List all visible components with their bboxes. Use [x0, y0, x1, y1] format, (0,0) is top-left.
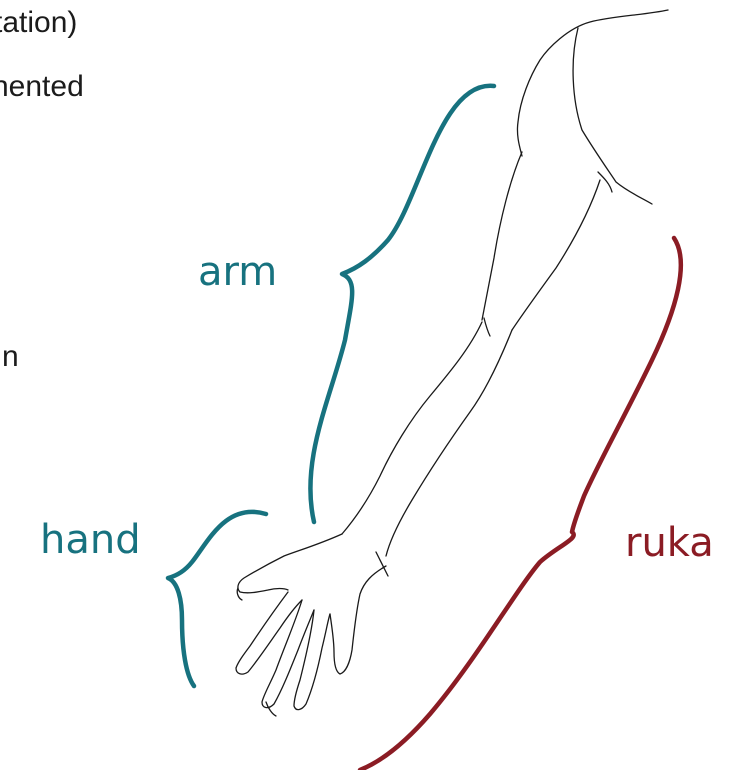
hand-back — [238, 534, 342, 593]
finger-1 — [236, 592, 302, 674]
hand-brace — [168, 512, 266, 686]
forearm-inner — [386, 330, 512, 556]
finger-3 — [294, 610, 330, 710]
elbow-crease — [484, 318, 490, 336]
upper-arm-outer — [482, 152, 522, 320]
chest-outline — [573, 28, 652, 204]
thumb — [237, 588, 242, 600]
shoulder-outline — [517, 10, 668, 156]
ruka-label: ruka — [625, 523, 714, 563]
arm-brace — [310, 86, 494, 522]
arm-drawing — [236, 10, 668, 716]
arm-label: arm — [198, 252, 277, 292]
upper-arm-inner — [512, 180, 600, 330]
hand-label: hand — [40, 520, 141, 560]
forearm-outer — [342, 322, 482, 534]
armpit-crease — [598, 172, 612, 192]
finger-4 — [330, 566, 386, 674]
